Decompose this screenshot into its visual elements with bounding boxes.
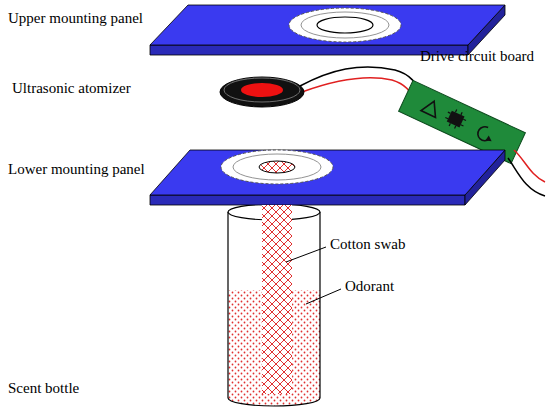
part-label: Ultrasonic atomizer [12, 80, 131, 97]
leader-lines [286, 247, 341, 304]
ultrasonic-atomizer [220, 77, 304, 107]
upper-panel [150, 5, 505, 55]
panel-label: Upper mounting panel [8, 10, 143, 27]
cotton-swab-neck [262, 205, 292, 211]
board-output-wires [508, 150, 545, 196]
part-label: Scent bottle [8, 380, 79, 397]
lower-panel [150, 150, 505, 205]
part-label: Odorant [345, 278, 394, 295]
atomizer-wires [300, 67, 420, 102]
part-label: Cotton swab [330, 236, 405, 253]
panel-label: Lower mounting panel [8, 161, 145, 178]
part-label: Drive circuit board [420, 48, 534, 65]
